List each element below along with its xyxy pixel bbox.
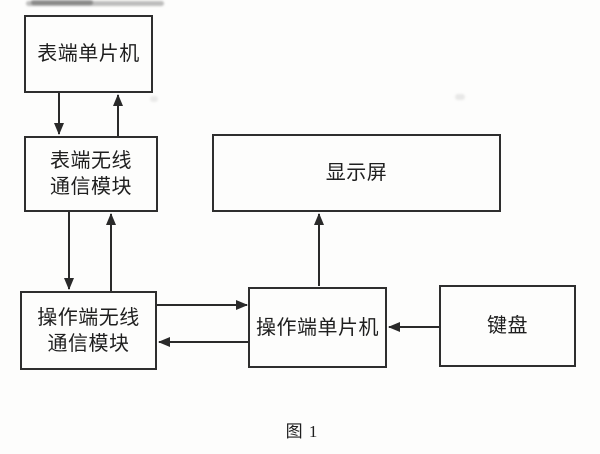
box-display: 显示屏 — [212, 134, 501, 212]
box-meter-mcu: 表端单片机 — [24, 15, 153, 93]
box-meter-wireless-label-line1: 表端无线 — [50, 150, 132, 172]
box-operator-wireless: 操作端无线 通信模块 — [20, 291, 157, 370]
box-meter-wireless-label-line2: 通信模块 — [50, 176, 132, 198]
box-meter-wireless: 表端无线 通信模块 — [24, 136, 158, 212]
box-display-label: 显示屏 — [325, 162, 388, 184]
box-keyboard-label: 键盘 — [487, 315, 528, 337]
box-keyboard: 键盘 — [439, 285, 576, 367]
box-operator-wireless-label-line2: 通信模块 — [47, 332, 130, 355]
box-meter-mcu-label: 表端单片机 — [37, 43, 140, 65]
box-operator-mcu: 操作端单片机 — [248, 287, 387, 368]
figure-caption: 图 1 — [285, 422, 319, 441]
box-operator-wireless-label-line1: 操作端无线 — [37, 306, 140, 329]
box-operator-mcu-label: 操作端单片机 — [256, 316, 379, 339]
